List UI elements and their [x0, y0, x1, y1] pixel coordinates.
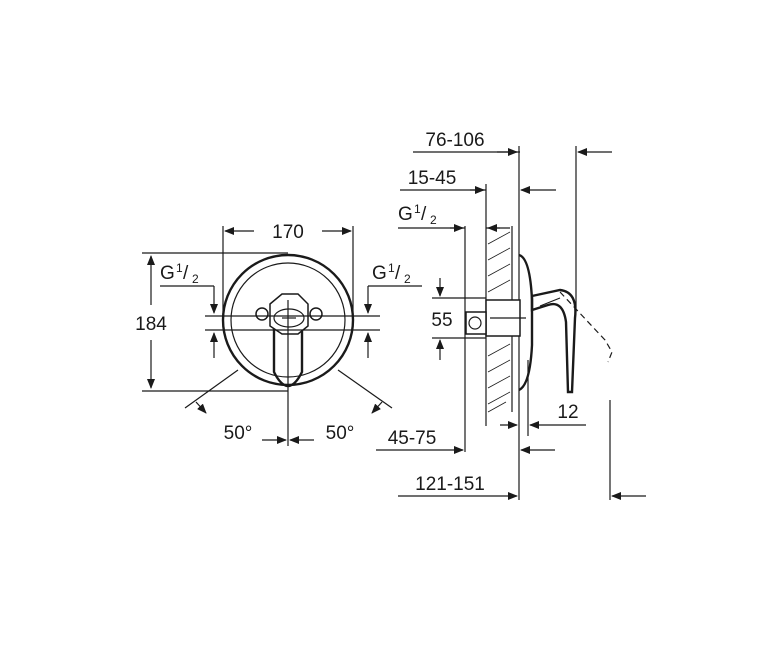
lever-swing-outline	[559, 291, 613, 363]
front-view: 170 184 G 1 / 2 G 1 / 2	[135, 222, 422, 446]
side-connection-numerator: 1	[414, 202, 421, 216]
conn-height-label: 55	[431, 310, 452, 331]
install-depth-label: 45-75	[388, 428, 437, 449]
connection-callout-right: G 1 / 2	[364, 261, 422, 358]
connection-left-letter: G	[160, 263, 175, 284]
side-connection-letter: G	[398, 204, 413, 225]
connection-callout-left: G 1 / 2	[160, 261, 218, 358]
mixer-hub	[269, 293, 309, 335]
side-connection-denominator: 2	[430, 213, 437, 227]
hub-boss-left	[255, 307, 269, 321]
lever-detail	[539, 297, 561, 307]
side-connection-slash: /	[421, 204, 427, 225]
angle-arrow-left	[195, 401, 207, 414]
connection-right-letter: G	[372, 263, 387, 284]
height-label: 184	[135, 314, 167, 335]
connection-left-denominator: 2	[192, 272, 199, 286]
connection-left-slash: /	[183, 263, 189, 284]
connection-port-bore	[468, 316, 482, 330]
connection-right-denominator: 2	[404, 272, 411, 286]
width-label: 170	[272, 222, 304, 243]
lever-cap	[273, 308, 305, 328]
angle-line-right	[337, 369, 393, 409]
side-escutcheon	[518, 253, 534, 392]
connection-port	[465, 311, 487, 335]
angle-left-label: 50°	[224, 423, 253, 444]
connection-left-numerator: 1	[176, 261, 183, 275]
connection-right-numerator: 1	[388, 261, 395, 275]
total-depth-label: 121-151	[415, 474, 485, 495]
angle-right-label: 50°	[326, 423, 355, 444]
wall-hatching	[487, 231, 511, 413]
body-depth-label: 15-45	[408, 168, 457, 189]
depth-overall-label: 76-106	[425, 130, 484, 151]
side-connection-callout: G 1 / 2	[398, 202, 510, 232]
gap-label: 12	[557, 402, 578, 423]
side-view: 76-106 15-45 G 1 / 2 55 12 45-75	[376, 130, 646, 500]
angle-line-left	[184, 369, 239, 409]
mixer-lever	[272, 318, 304, 388]
side-lever	[530, 288, 577, 394]
hub-boss-right	[309, 307, 323, 321]
angle-arrow-right	[371, 401, 383, 414]
connection-right-slash: /	[395, 263, 401, 284]
